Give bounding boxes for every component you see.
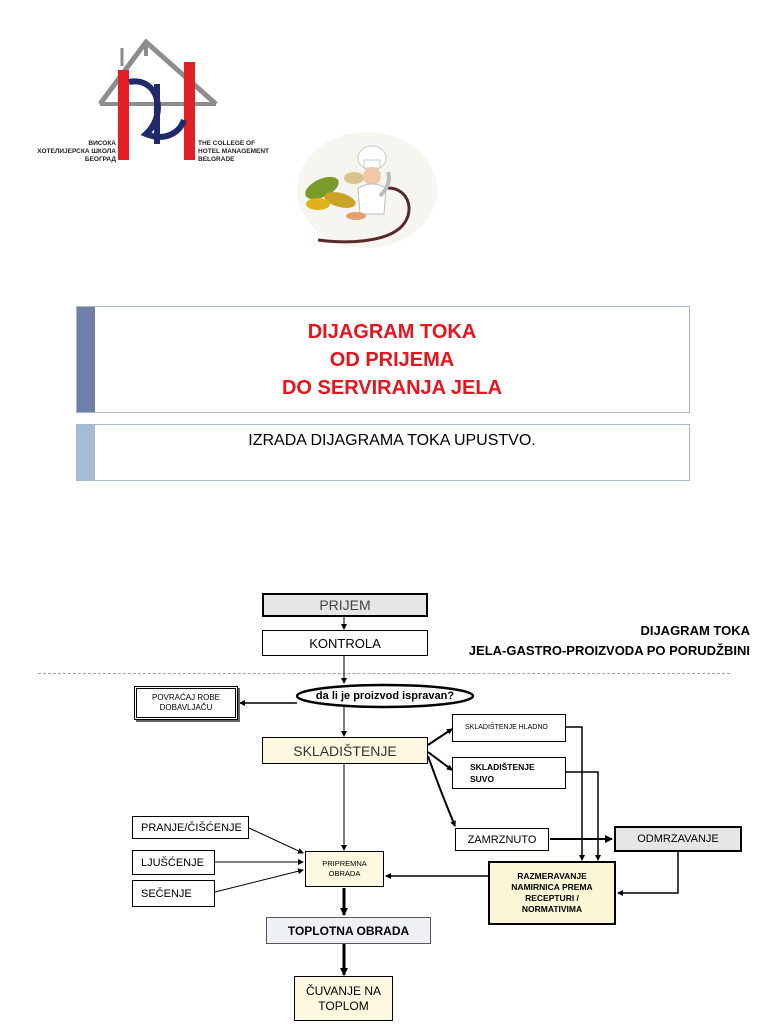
arrow-pranje-pripremna <box>248 827 304 854</box>
node-odmrzavanje: ODMRZAVANJE <box>614 826 742 852</box>
arrow-skladistenje-suvo <box>427 751 453 771</box>
logo-text-english: THE COLLEGE OF HOTEL MANAGEMENT BELGRADE <box>198 140 270 163</box>
arrow-suvo-razmeravanje <box>566 771 601 861</box>
slide-title-box: DIJAGRAM TOKA OD PRIJEMA DO SERVIRANJA J… <box>76 306 690 413</box>
slide-title-line-2: OD PRIJEMA <box>329 349 455 371</box>
node-zamrznuto: ZAMRZNUTO <box>455 828 549 851</box>
flowchart-heading-line-1: DIJAGRAM TOKA <box>640 623 750 638</box>
node-skladistenje: SKLADIŠTENJE <box>262 737 428 764</box>
slide-subtitle-box: IZRADA DIJAGRAMA TOKA UPUSTVO. <box>76 424 690 481</box>
decision-label: da li je proizvod ispravan? <box>315 690 455 702</box>
arrow-secenje-pripremna <box>214 868 304 893</box>
college-logo: ВИСОКА ХОТЕЛИЈЕРСКА ШКОЛА БЕОГРАД THE CO… <box>30 36 280 176</box>
node-prijem: PRIJEM <box>262 593 428 617</box>
arrow-skladistenje-zamrznuto <box>427 755 456 827</box>
node-povracaj: POVRAĆAJ ROBE DOBAVLJAČU <box>134 686 238 720</box>
node-razmeravanje: RAZMERAVANJE NAMIRNICA PREMA RECEPTURI /… <box>488 861 616 925</box>
node-kontrola: KONTROLA <box>262 630 428 656</box>
slide-title-line-1: DIJAGRAM TOKA <box>307 321 477 343</box>
node-cuvanje-na-toplom: ČUVANJE NA TOPLOM <box>294 976 393 1021</box>
flowchart-heading-line-2: JELA-GASTRO-PROIZVODA PO PORUDŽBINI <box>468 643 750 658</box>
subtitle-accent-bar <box>77 425 95 480</box>
node-toplotna-obrada: TOPLOTNA OBRADA <box>266 917 431 944</box>
node-ljuscenje: LJUŠĆENJE <box>132 850 215 875</box>
arrow-odmrzavanje-razmeravanje <box>617 852 679 896</box>
logo-text-cyrillic: ВИСОКА ХОТЕЛИЈЕРСКА ШКОЛА БЕОГРАД <box>37 140 116 163</box>
node-secenje: SEČENJE <box>132 880 215 907</box>
title-accent-bar <box>77 307 95 412</box>
node-pripremna-obrada: PRIPREMNA OBRADA <box>305 851 384 887</box>
slide-subtitle: IZRADA DIJAGRAMA TOKA UPUSTVO. <box>248 432 536 449</box>
dashed-separator <box>38 673 730 674</box>
chef-clipart-image <box>297 132 437 248</box>
arrow-skladistenje-hladno <box>427 728 453 746</box>
college-logo-emblem <box>97 38 218 160</box>
slide-title-line-3: DO SERVIRANJA JELA <box>281 377 503 399</box>
node-skladistenje-suvo: SKLADIŠTENJE SUVO <box>452 757 566 789</box>
decision-ellipse <box>295 683 475 709</box>
arrow-hladno-razmeravanje <box>566 726 585 861</box>
node-skladistenje-hladno: SKLADIŠTENJE HLADNO <box>452 714 566 742</box>
node-pranje-ciscenje: PRANJE/ČIŠĆENJE <box>132 816 249 839</box>
